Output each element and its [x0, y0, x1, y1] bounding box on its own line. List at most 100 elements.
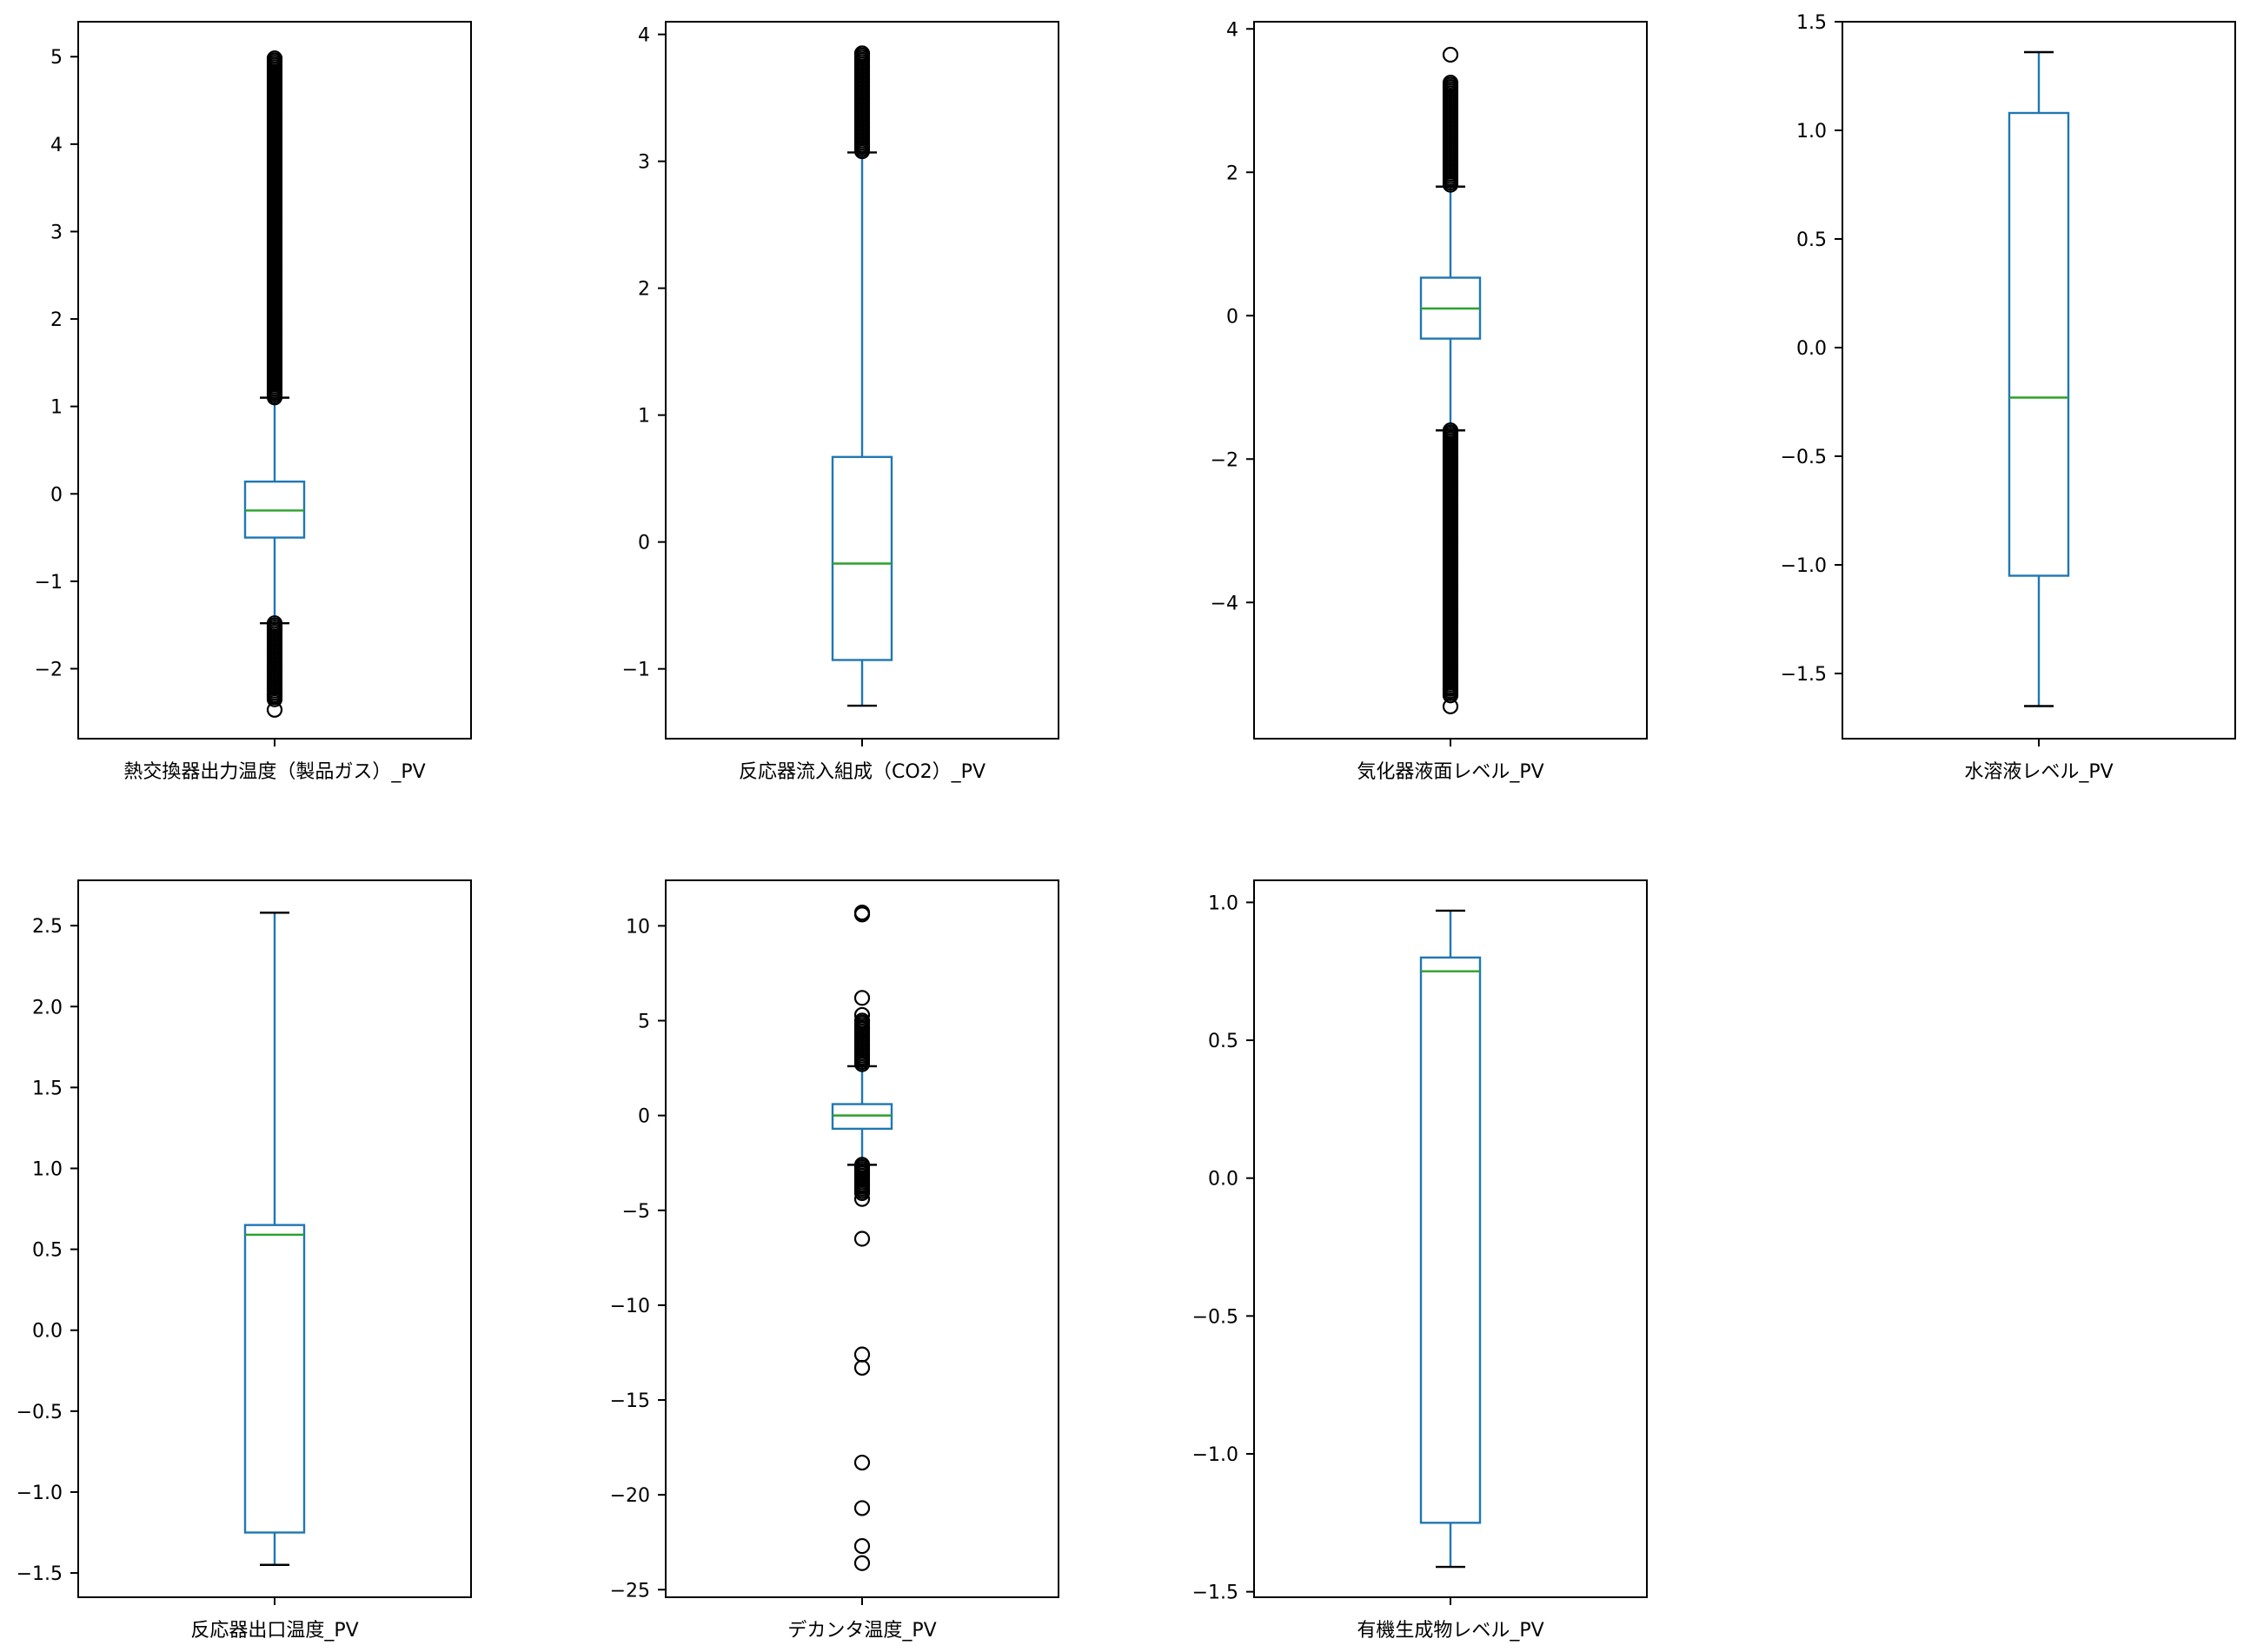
- iqr-box: [243, 1224, 306, 1534]
- iqr-box: [831, 455, 893, 661]
- y-tick-label: −15: [610, 1390, 650, 1412]
- y-tick-label: −1.0: [1781, 555, 1827, 577]
- flier-point: [266, 680, 283, 696]
- y-tick-label: 5: [638, 1012, 650, 1033]
- y-tick-label: −1.5: [17, 1563, 63, 1585]
- axes-frame: [665, 879, 1059, 1598]
- y-tick-label: 1.5: [1796, 12, 1827, 34]
- axes-frame: [1253, 21, 1648, 740]
- y-tick-label: 10: [626, 916, 650, 938]
- y-tick-label: 2: [1226, 163, 1238, 184]
- boxplot-panel-5: −1.5 −1.0 −0.5 0.0 0.5 1.0 1.5 2.0 2.5 反応器出口温度_PV: [17, 879, 472, 1642]
- y-tick-label: −20: [610, 1485, 650, 1507]
- axes-frame: [77, 879, 472, 1598]
- y-tick-label: −1.5: [1192, 1582, 1238, 1604]
- y-tick-label: −1.0: [17, 1483, 63, 1504]
- y-tick-label: −1: [35, 572, 63, 594]
- flier-point: [853, 990, 871, 1006]
- x-category-label: 水溶液レベル_PV: [1964, 761, 2113, 783]
- y-tick-label: 0: [638, 533, 650, 554]
- flier-point: [266, 687, 283, 703]
- y-tick-label: 0: [1226, 306, 1238, 328]
- flier-cluster: [853, 45, 871, 160]
- axes-frame: [1842, 21, 2236, 740]
- iqr-box: [1419, 956, 1482, 1524]
- flier-point: [853, 1012, 871, 1029]
- flier-point: [1442, 698, 1459, 714]
- y-tick-label: −0.5: [17, 1402, 63, 1423]
- y-tick-label: 1.5: [32, 1078, 63, 1099]
- y-tick-label: 1.0: [32, 1158, 63, 1180]
- y-tick-label: −2: [1211, 449, 1238, 471]
- y-tick-label: 4: [1226, 19, 1238, 41]
- x-category-label: 反応器流入組成（CO2）_PV: [739, 761, 986, 783]
- y-tick-label: −10: [610, 1296, 650, 1317]
- x-category-label: 有機生成物レベル_PV: [1357, 1620, 1543, 1642]
- flier-point: [853, 1231, 871, 1247]
- flier-cluster: [853, 1012, 871, 1072]
- axes-frame: [665, 21, 1059, 740]
- boxplot-panel-6: −25 −20 −15 −10 −5 0 5 10 デカンタ温度_PV: [610, 879, 1059, 1642]
- y-tick-label: 1.0: [1796, 121, 1827, 143]
- y-tick-label: 3: [50, 222, 63, 243]
- flier-point: [853, 1346, 871, 1363]
- y-tick-label: 0.5: [1208, 1031, 1238, 1052]
- flier-point: [853, 1537, 871, 1555]
- y-tick-label: 0.5: [32, 1240, 63, 1262]
- y-tick-label: −0.5: [1192, 1306, 1238, 1328]
- y-tick-label: 0: [50, 484, 63, 506]
- y-tick-label: 2.5: [32, 916, 63, 938]
- boxplot-panel-3: −4 −2 0 2 4 気化器液面レベル_PV: [1211, 19, 1648, 783]
- x-category-label: 反応器出口温度_PV: [190, 1620, 358, 1642]
- y-tick-label: −0.5: [1781, 447, 1827, 468]
- x-category-label: 熱交換器出力温度（製品ガス）_PV: [123, 761, 425, 783]
- flier-cluster: [1442, 422, 1459, 704]
- y-tick-label: 1.0: [1208, 892, 1238, 914]
- boxplot-panel-4: −1.5 −1.0 −0.5 0.0 0.5 1.0 1.5 水溶液レベル_PV: [1781, 12, 2236, 783]
- y-tick-label: 0.0: [32, 1321, 63, 1343]
- y-tick-label: 4: [638, 25, 650, 47]
- axes-frame: [77, 21, 472, 740]
- flier-point: [853, 1020, 871, 1037]
- flier-point: [266, 50, 283, 67]
- y-tick-label: 1: [50, 397, 63, 419]
- y-tick-label: −5: [622, 1201, 650, 1223]
- y-tick-label: 0.0: [1208, 1169, 1238, 1191]
- boxplot-panel-2: −1 0 1 2 3 4 反応器流入組成（CO2）_PV: [622, 21, 1059, 783]
- boxplot-panel-1: −2 −1 0 1 2 3 4 5 熱交換器出力温度（製品ガス）_PV: [35, 21, 472, 783]
- flier-point: [853, 45, 871, 62]
- y-tick-label: −1: [622, 660, 650, 681]
- flier-point: [1442, 680, 1459, 697]
- y-tick-label: 4: [50, 135, 63, 156]
- flier-point: [853, 1500, 871, 1516]
- flier-point: [1442, 46, 1459, 63]
- y-tick-label: −2: [35, 660, 63, 681]
- y-tick-label: 2.0: [32, 997, 63, 1018]
- y-tick-label: −1.0: [1192, 1444, 1238, 1466]
- flier-point: [853, 1555, 871, 1571]
- x-category-label: デカンタ温度_PV: [787, 1620, 936, 1642]
- y-tick-label: 0.5: [1796, 229, 1827, 251]
- flier-point: [853, 1454, 871, 1471]
- flier-point: [853, 1191, 871, 1207]
- flier-point: [266, 701, 283, 718]
- y-tick-label: 1: [638, 406, 650, 428]
- y-tick-label: 3: [638, 152, 650, 174]
- iqr-box: [2008, 111, 2070, 577]
- y-tick-label: 0: [638, 1106, 650, 1128]
- flier-point: [853, 1359, 871, 1377]
- y-tick-label: 2: [50, 309, 63, 331]
- y-tick-label: −4: [1211, 593, 1238, 614]
- y-tick-label: 2: [638, 279, 650, 301]
- boxplot-panel-7: −1.5 −1.0 −0.5 0.0 0.5 1.0 有機生成物レベル_PV: [1192, 879, 1648, 1642]
- y-tick-label: 5: [50, 47, 63, 69]
- flier-point: [853, 906, 871, 923]
- flier-cluster: [266, 50, 283, 406]
- y-tick-label: −25: [610, 1580, 650, 1602]
- y-tick-label: 0.0: [1796, 338, 1827, 360]
- flier-cluster: [1442, 75, 1459, 193]
- y-tick-label: −1.5: [1781, 664, 1827, 686]
- axes-frame: [1253, 879, 1648, 1598]
- x-category-label: 気化器液面レベル_PV: [1357, 761, 1543, 783]
